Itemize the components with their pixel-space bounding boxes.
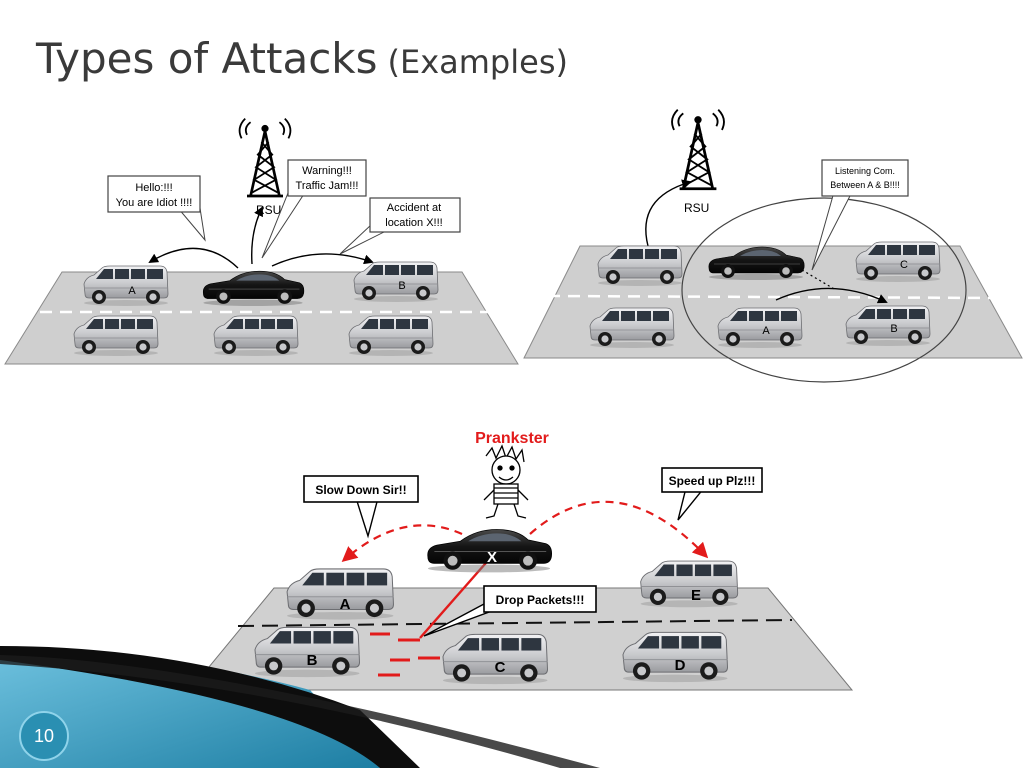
slide-title-suffix: (Examples): [387, 43, 568, 81]
lane-divider-scene-3: [237, 619, 793, 627]
bubble-warning: Warning!!! Traffic Jam!!!: [261, 159, 367, 259]
car-e-label-scene-3: E: [691, 587, 701, 604]
bubble-slow-down: Slow Down Sir!!: [303, 475, 419, 539]
bubble-listening-line-2: Between A & B!!!!: [830, 180, 900, 190]
bubble-hello: Hello:!!! You are Idiot !!!!: [107, 175, 206, 242]
bubble-speed-up: Speed up Plz!!!: [661, 467, 763, 521]
arrow-a-to-b: [775, 287, 888, 304]
bubble-warning-line-1: Warning!!!: [302, 165, 352, 177]
arrow-sedan-to-rsu: [251, 206, 263, 265]
car-b-label-scene-2: B: [890, 323, 897, 335]
car-c-label-scene-2: C: [900, 259, 908, 271]
slide-title: Types of Attacks(Examples): [36, 34, 568, 83]
scene-2-eavesdropping: RSU Listening Com. Between A & B!!!! C A…: [523, 108, 1023, 383]
bubble-accident-line-2: location X!!!: [385, 217, 442, 229]
arrow-sedan-to-b: [271, 253, 374, 267]
bubble-drop-packets: Drop Packets!!!: [423, 585, 597, 637]
prankster-figure: [483, 444, 529, 519]
car-b-label-scene-3: B: [307, 652, 318, 669]
scene-3-prankster-attack: Prankster Slow Down Sir!! Speed up Plz!!…: [188, 430, 854, 691]
rsu-label-scene-1: RSU: [256, 203, 281, 217]
bubble-hello-line-1: Hello:!!!: [135, 182, 172, 194]
bubble-speed-up-text: Speed up Plz!!!: [669, 474, 756, 488]
arrow-van-to-rsu: [645, 179, 692, 247]
bubble-listening-line-1: Listening Com.: [835, 166, 895, 176]
bubble-warning-line-2: Traffic Jam!!!: [296, 180, 359, 192]
arrow-sedan-to-a: [148, 247, 239, 269]
bubble-accident-line-1: Accident at: [387, 202, 441, 214]
car-b-scene-1: [353, 261, 439, 302]
rsu-tower-scene-2: [670, 108, 726, 191]
bubble-accident: Accident at location X!!!: [339, 197, 461, 255]
rsu-tower-scene-1: [238, 117, 292, 198]
bubble-drop-packets-text: Drop Packets!!!: [496, 593, 585, 607]
car-x-label: X: [487, 549, 497, 566]
rsu-label-scene-2: RSU: [684, 201, 709, 215]
car-a-label-scene-1: A: [128, 285, 136, 297]
lane-divider-scene-2: [547, 294, 1001, 300]
corner-decoration: [0, 646, 600, 768]
prankster-label: Prankster: [475, 430, 549, 447]
page-number: 10: [33, 726, 55, 746]
car-a-label-scene-2: A: [762, 325, 770, 337]
bubble-listening: Listening Com. Between A & B!!!!: [811, 159, 909, 271]
car-a-label-scene-3: A: [340, 596, 351, 613]
bubble-slow-down-text: Slow Down Sir!!: [315, 483, 406, 497]
slide-title-main: Types of Attacks: [36, 34, 378, 83]
scene-1-broadcast-attack: RSU Hello:!!! You are Idiot !!!! Warning…: [4, 117, 519, 365]
red-arc-to-e: [529, 500, 709, 559]
car-d-label-scene-3: D: [675, 657, 686, 674]
red-arc-to-a: [341, 524, 463, 563]
eavesdrop-dotted-link: [801, 269, 837, 291]
dropped-packets: [370, 632, 440, 677]
eavesdrop-zone: [681, 197, 967, 383]
car-b-label-scene-1: B: [398, 280, 405, 292]
page-number-circle: [19, 711, 69, 761]
car-c-label-scene-3: C: [495, 659, 506, 676]
bubble-hello-line-2: You are Idiot !!!!: [116, 197, 193, 209]
